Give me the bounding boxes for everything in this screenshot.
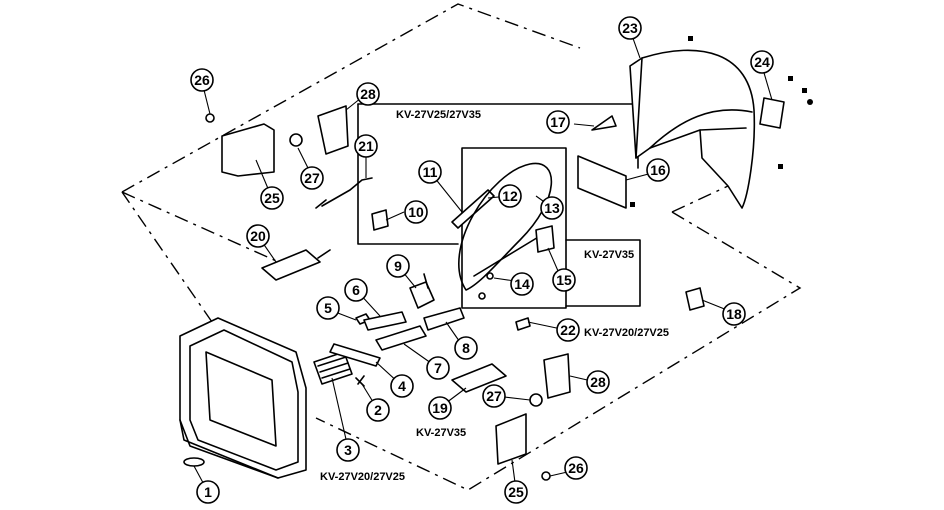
model-box-kv27v35 — [461, 147, 641, 309]
part-plate-6 — [363, 311, 407, 331]
callout-5: 5 — [316, 296, 340, 320]
callout-23: 23 — [618, 16, 642, 40]
part-insert-17 — [591, 115, 617, 131]
svg-text:2: 2 — [374, 402, 382, 418]
callout-4: 4 — [390, 374, 414, 398]
callout-19: 19 — [428, 396, 452, 420]
svg-text:25: 25 — [508, 484, 524, 500]
svg-text:21: 21 — [358, 138, 374, 154]
callout-25-bottom: 25 — [504, 480, 528, 504]
callout-15: 15 — [552, 268, 576, 292]
part-speaker-28 — [317, 105, 571, 399]
part-bracket-24 — [759, 97, 785, 129]
part-button-board — [313, 351, 353, 385]
part-card-10 — [371, 209, 389, 231]
svg-text:6: 6 — [352, 282, 360, 298]
svg-text:5: 5 — [324, 300, 332, 316]
callout-9: 9 — [386, 254, 410, 278]
callout-28-bottom: 28 — [586, 370, 610, 394]
callout-22: 22 — [556, 318, 580, 342]
callout-28-top: 28 — [356, 82, 380, 106]
svg-text:26: 26 — [194, 72, 210, 88]
part-connector-18 — [685, 287, 705, 311]
svg-text:18: 18 — [726, 306, 742, 322]
callout-16: 16 — [646, 158, 670, 182]
model-label-kv27v20-27v25-bottom: KV-27V20/27V25 — [320, 471, 405, 483]
svg-text:7: 7 — [434, 360, 442, 376]
svg-text:23: 23 — [622, 20, 638, 36]
callout-11: 11 — [418, 160, 442, 184]
model-label-kv27v20-27v25-right: KV-27V20/27V25 — [584, 327, 669, 339]
part-crt-13 — [458, 162, 553, 291]
svg-text:22: 22 — [560, 322, 576, 338]
svg-text:14: 14 — [514, 276, 530, 292]
svg-text:24: 24 — [754, 54, 770, 70]
part-speaker-25-bottom — [495, 413, 527, 465]
callout-3: 3 — [336, 438, 360, 462]
callout-17: 17 — [546, 110, 570, 134]
svg-text:15: 15 — [556, 272, 572, 288]
svg-text:4: 4 — [398, 378, 406, 394]
svg-text:27: 27 — [486, 388, 502, 404]
svg-text:10: 10 — [408, 204, 424, 220]
svg-text:19: 19 — [432, 400, 448, 416]
callout-12: 12 — [498, 184, 522, 208]
screw-markers — [630, 36, 813, 207]
part-speaker-25-top — [221, 123, 275, 177]
part-bracket-4 — [329, 343, 381, 367]
callout-6: 6 — [344, 278, 368, 302]
svg-text:20: 20 — [250, 228, 266, 244]
svg-text:9: 9 — [394, 258, 402, 274]
model-label-kv27v35-right: KV-27V35 — [584, 249, 634, 261]
model-label-kv27v35-bottom: KV-27V35 — [416, 427, 466, 439]
part-connector-22 — [515, 317, 531, 331]
callout-18: 18 — [722, 302, 746, 326]
svg-text:3: 3 — [344, 442, 352, 458]
callout-24: 24 — [750, 50, 774, 74]
svg-text:27: 27 — [304, 170, 320, 186]
callout-27-bottom: 27 — [482, 384, 506, 408]
callout-10: 10 — [404, 200, 428, 224]
exploded-boundary — [121, 3, 802, 491]
svg-text:16: 16 — [650, 162, 666, 178]
part-sheet-20 — [261, 249, 321, 281]
callout-13: 13 — [540, 196, 564, 220]
callout-1: 1 — [196, 480, 220, 504]
svg-text:13: 13 — [544, 200, 560, 216]
svg-text:12: 12 — [502, 188, 518, 204]
part-board-7 — [375, 325, 427, 351]
callout-26-top: 26 — [190, 68, 214, 92]
part-cable-21 — [315, 177, 373, 259]
callout-8: 8 — [454, 336, 478, 360]
callout-21: 21 — [354, 134, 378, 158]
part-sheet-19 — [451, 363, 507, 393]
part-board-8 — [423, 307, 465, 331]
callout-20: 20 — [246, 224, 270, 248]
part-bracket-15 — [535, 225, 555, 253]
callout-2: 2 — [366, 398, 390, 422]
svg-text:11: 11 — [423, 164, 438, 180]
part-plate-16 — [577, 155, 627, 209]
svg-text:17: 17 — [550, 114, 566, 130]
part-rear-cover — [629, 49, 756, 209]
part-screws-14 — [478, 272, 494, 300]
svg-text:1: 1 — [204, 484, 212, 500]
part-bracket-9 — [409, 273, 435, 309]
svg-text:28: 28 — [360, 86, 376, 102]
part-clip-11 — [451, 189, 495, 229]
part-tv-cabinet — [179, 317, 307, 479]
svg-text:28: 28 — [590, 374, 606, 390]
callout-27-top: 27 — [300, 166, 324, 190]
svg-text:26: 26 — [568, 460, 584, 476]
svg-text:8: 8 — [462, 340, 470, 356]
callout-25-top: 25 — [260, 186, 284, 210]
model-label-kv27v25-27v35: KV-27V25/27V35 — [396, 109, 481, 121]
callout-7: 7 — [426, 356, 450, 380]
svg-text:25: 25 — [264, 190, 280, 206]
callout-14: 14 — [510, 272, 534, 296]
callout-26-bottom: 26 — [564, 456, 588, 480]
